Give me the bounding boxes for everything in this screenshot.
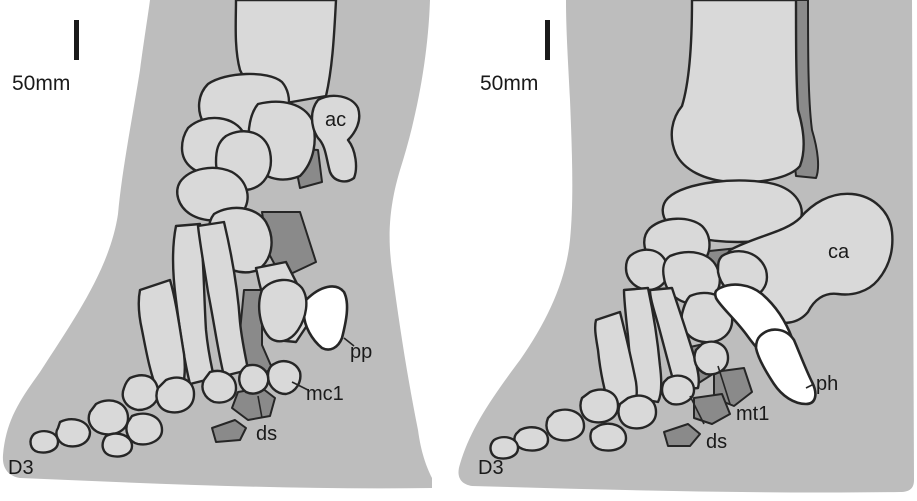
phalanx-b1 [157,378,195,413]
hindfoot-label-ca: ca [828,241,850,263]
forefoot-label-pp: pp [350,341,372,363]
hind-phalanx-a2 [547,410,585,441]
forefoot-scale-bar-label: 50mm [12,72,70,95]
forefoot-label-ac: ac [325,109,346,131]
hindfoot-label-d3: D3 [478,457,504,479]
tarsal-2 [626,250,668,290]
hind-phalanx-a1 [581,390,619,423]
phalanx-a3 [56,419,90,446]
hindfoot-scale-bar [545,20,550,60]
hind-phalanx-b2 [590,424,626,451]
mc1-bone [268,361,300,394]
phalanx-b3 [103,434,132,457]
forefoot-label-ds: ds [256,423,277,445]
phalanx-a2 [89,400,128,434]
hindfoot-label-ph: ph [816,373,838,395]
hind-phalanx-a4 [491,437,518,458]
forefoot-scale-bar [74,20,79,60]
hindfoot-scale-bar-label: 50mm [480,72,538,95]
forefoot-label-d3: D3 [8,457,34,479]
forefoot-label-mc1: mc1 [306,383,344,405]
hindfoot-label-mt1: mt1 [736,403,769,425]
phalanx-c2 [239,365,268,394]
phalanx-a1 [123,375,158,410]
phalanx-c1 [202,371,236,403]
phalanx-b2 [126,414,162,445]
hind-phalanx-b1 [619,396,657,429]
mt1-bone [694,342,728,375]
hindfoot-panel: 50mm ca ph mt1 ds D3 [459,0,915,493]
forefoot-panel: 50mm ac pp mc1 ds D3 [3,0,432,488]
hind-phalanx-c1 [662,376,694,405]
hindfoot-label-ds: ds [706,431,727,453]
phalanx-a4 [31,431,58,452]
tibia-shaft [672,0,804,182]
hind-phalanx-a3 [514,427,548,450]
